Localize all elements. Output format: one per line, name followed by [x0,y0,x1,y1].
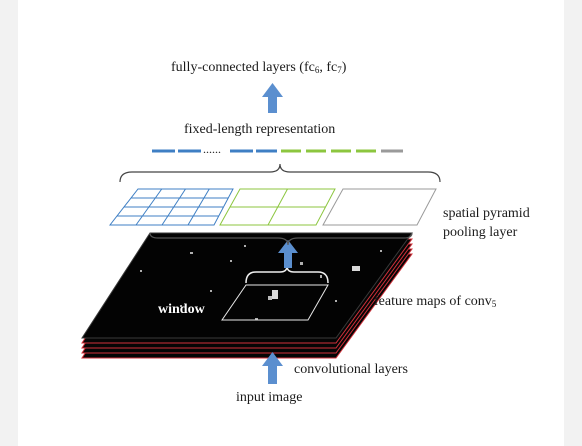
ellipsis-dots: ...... [203,142,221,156]
up-arrow-window [278,240,298,268]
fc-layers-label: fully-connected layers (fc6, fc7) [171,60,347,75]
input-image-label: input image [236,390,303,405]
fixed-length-label: fixed-length representation [184,122,336,137]
feature-maps-label: feature maps of conv5 [374,294,497,309]
figure-panel [18,0,564,446]
fixed-length-brace [119,163,441,183]
window-label: window [158,302,205,317]
pyramid-bracket-bottom [149,232,413,246]
window-region [221,284,329,321]
feature-activations [140,245,382,320]
up-arrow-input [262,352,283,384]
spp-label-line1: spatial pyramid [443,206,530,221]
conv-layers-label: convolutional layers [294,362,408,377]
pyramid-grid-1x1 [322,188,437,226]
pyramid-grid-4x4 [108,188,234,226]
feature-map-stack [81,232,413,359]
pyramid-grid-2x2 [219,188,336,226]
up-arrow-fc [262,83,283,113]
spp-label-line2: pooling layer [443,225,518,240]
